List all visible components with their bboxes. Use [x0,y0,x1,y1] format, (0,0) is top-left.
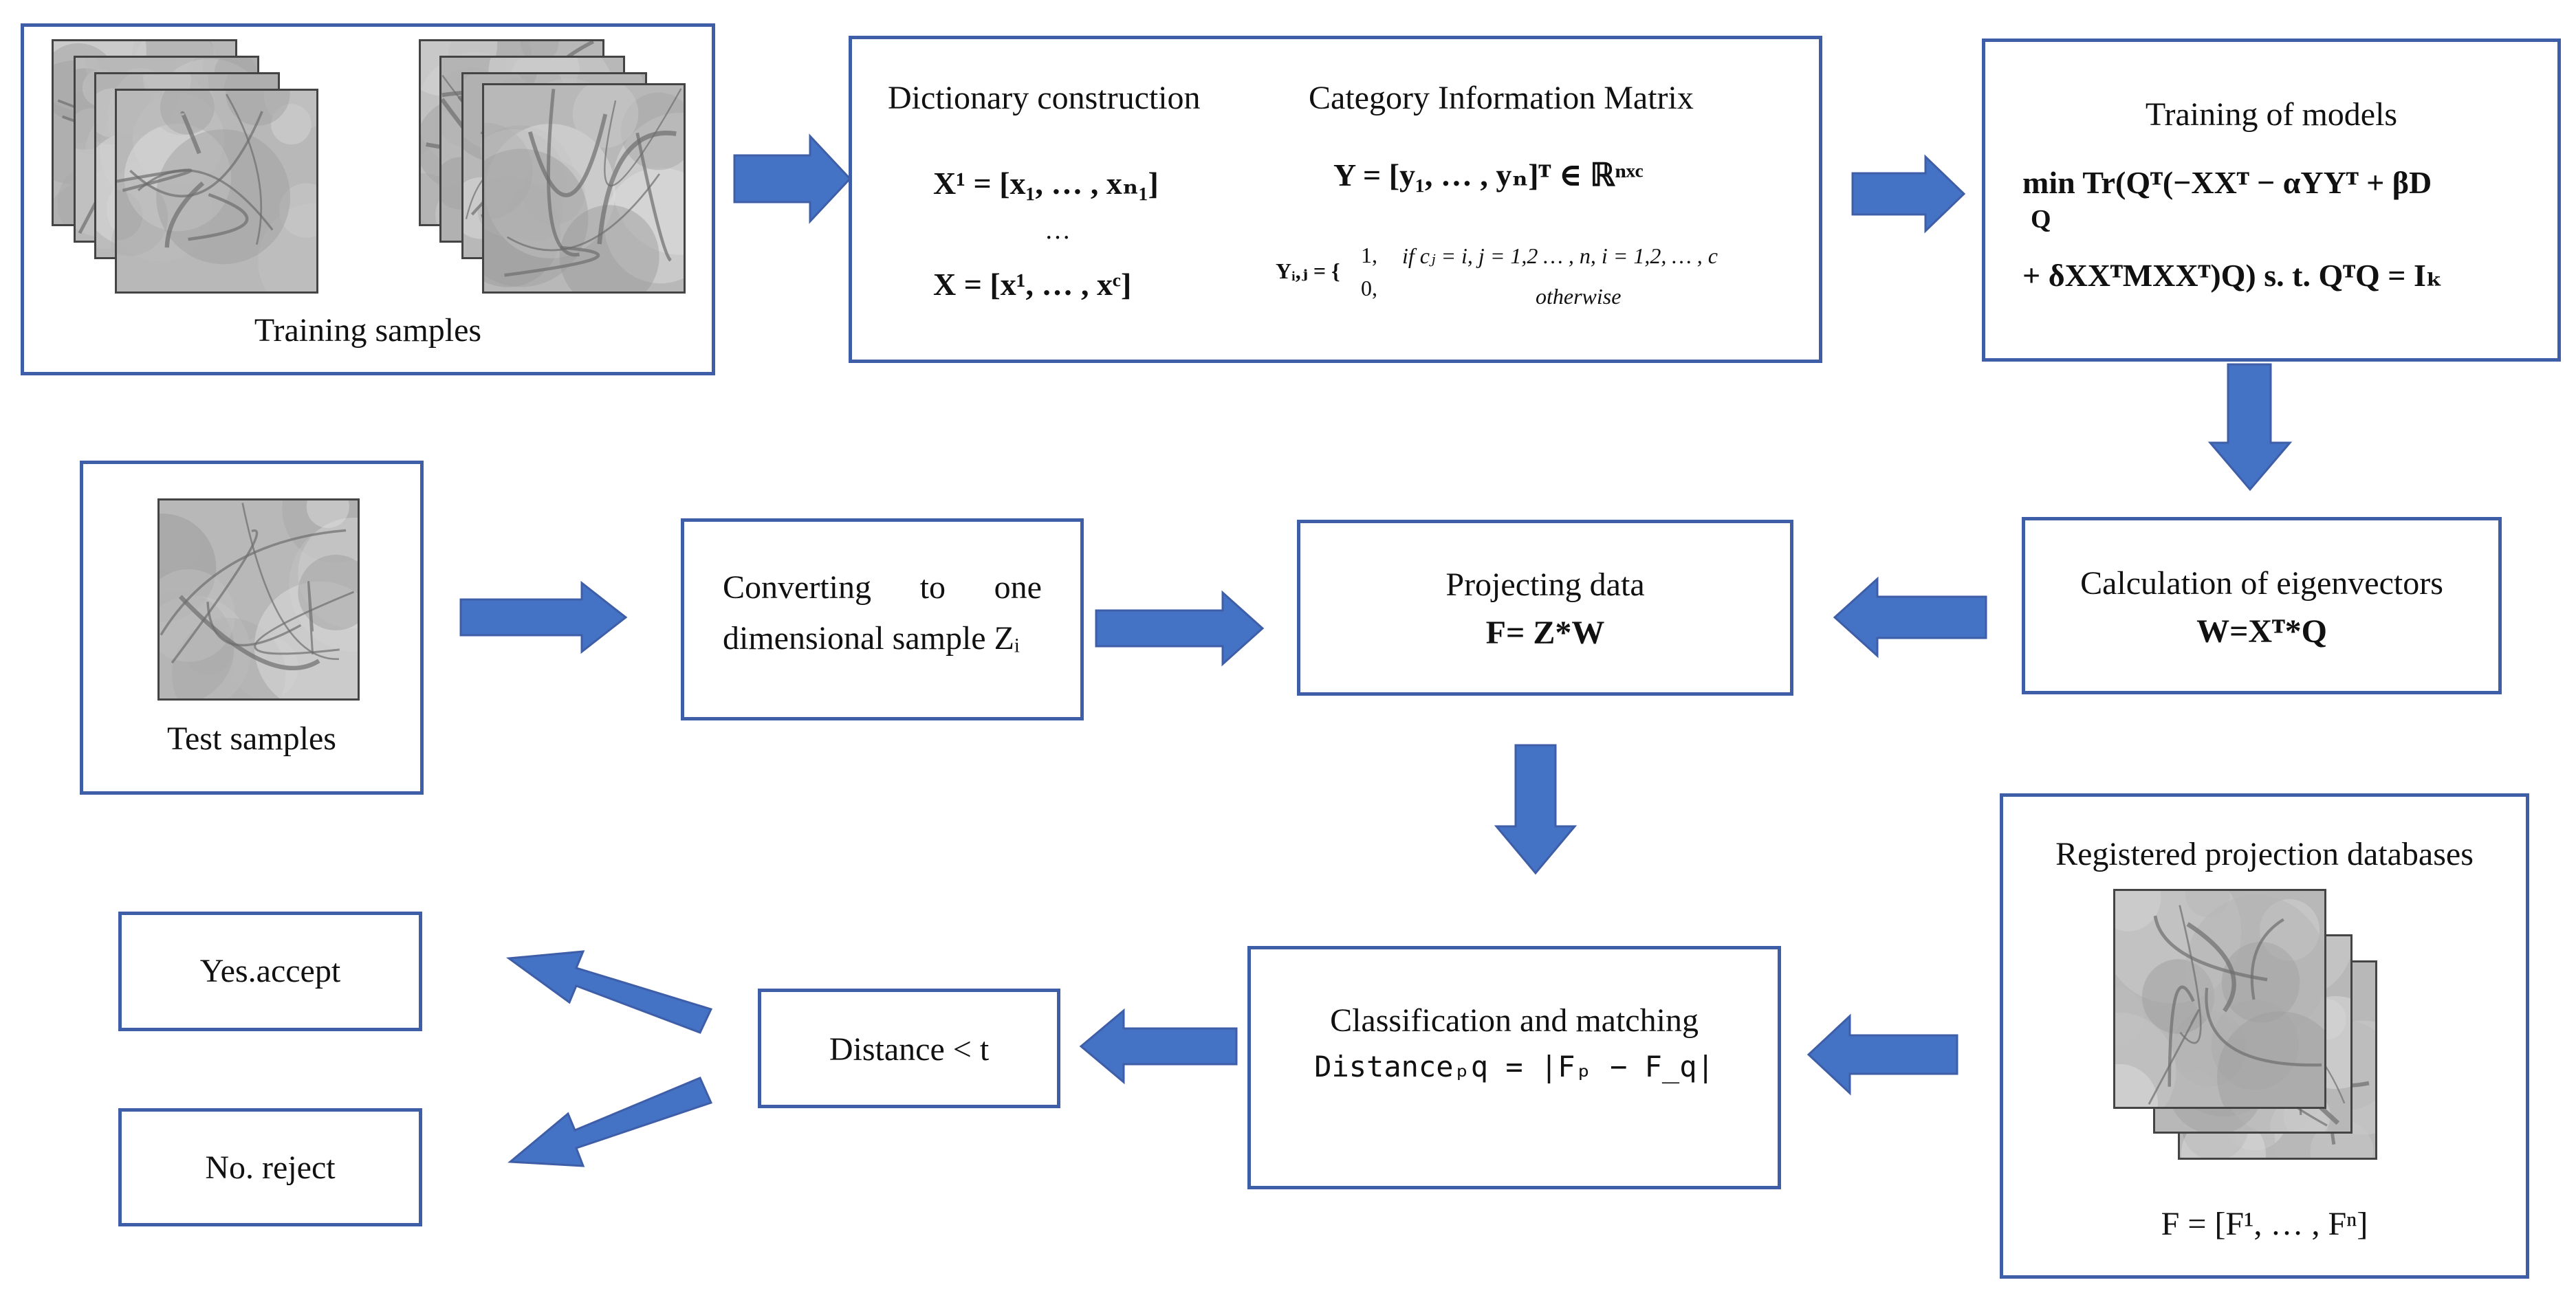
test-sample-image [157,498,360,701]
distance-threshold-box: Distance < t [758,989,1060,1108]
arrow-down-models-to-eigen [2207,363,2293,492]
registered-databases-box: Registered projection databases F = [F¹,… [2000,793,2529,1279]
category-heading: Category Information Matrix [1309,80,1694,116]
dictionary-x-equation: X = [x¹, … , xᶜ] [933,267,1132,302]
training-samples-box: Training samples [21,23,715,375]
registered-image-stack-3 [2113,889,2326,1109]
arrow-diag-distance-to-reject [507,1077,713,1167]
category-case2-condition: otherwise [1536,284,1622,309]
training-models-min-subscript: Q [2031,205,2051,234]
eigenvectors-box: Calculation of eigenvectors W=Xᵀ*Q [2022,517,2502,694]
reject-box: No. reject [118,1108,422,1226]
arrow-diag-distance-to-accept [505,950,713,1034]
projecting-equation: F= Z*W [1485,615,1605,651]
dictionary-dots: … [1045,216,1071,245]
dictionary-heading: Dictionary construction [888,80,1201,116]
test-samples-box: Test samples [80,461,424,795]
classification-box: Classification and matching Distanceₚq =… [1247,946,1781,1189]
arrow-left-classification-to-distance [1079,1008,1238,1085]
converting-line2: dimensional sample Zᵢ [723,620,1020,657]
accept-box: Yes.accept [118,912,422,1031]
training-models-title: Training of models [2145,96,2398,133]
arrow-right-dictionary-to-models [1851,154,1966,234]
test-samples-caption: Test samples [167,720,336,757]
arrow-right-test-to-converting [459,580,628,654]
vein-texture [484,85,684,291]
eigen-equation: W=Xᵀ*Q [2196,613,2327,650]
dictionary-x1-equation: X¹ = [x₁, … , xₙ₁] [933,166,1159,201]
projecting-data-box: Projecting data F= Z*W [1297,520,1793,696]
vein-texture [117,91,316,291]
projecting-title: Projecting data [1445,566,1645,603]
arrow-left-eigen-to-projecting [1833,576,1987,659]
arrow-left-registered-to-classification [1807,1013,1958,1096]
converting-word-3: one [994,569,1042,606]
registered-equation: F = [F¹, … , Fⁿ] [2161,1206,2368,1242]
category-y-equation: Y = [y₁, … , yₙ]ᵀ ∈ ℝⁿˣᶜ [1333,157,1644,192]
training-samples-caption: Training samples [254,312,482,349]
training-image-stack-right-4 [482,83,686,294]
converting-word-2: to [919,569,946,606]
classification-title: Classification and matching [1330,1002,1699,1039]
dictionary-category-box: Dictionary construction X¹ = [x₁, … , xₙ… [849,36,1822,363]
category-case2-value: 0, [1361,276,1377,300]
vein-texture [2115,891,2324,1107]
eigen-title: Calculation of eigenvectors [2080,565,2443,602]
reject-label: No. reject [205,1149,336,1186]
converting-box: Converting to one dimensional sample Zᵢ [681,518,1084,720]
training-of-models-box: Training of models min Tr(Qᵀ(−XXᵀ − αYYᵀ… [1982,38,2561,362]
converting-line1: Converting to one [723,569,1042,606]
distance-label: Distance < t [829,1031,990,1068]
category-yij-label: Yᵢ,ⱼ = { [1276,258,1340,283]
arrow-right-converting-to-projecting [1095,590,1265,667]
training-models-equation-line1: min Tr(Qᵀ(−XXᵀ − αYYᵀ + βD [2022,165,2432,200]
accept-label: Yes.accept [199,953,341,989]
category-case1-value: 1, [1361,243,1377,267]
arrow-down-projecting-to-classification [1494,744,1578,875]
training-models-equation-line2: + δXXᵀMXXᵀ)Q) s. t. QᵀQ = Iₖ [2022,258,2443,293]
arrow-right-training-to-dictionary [733,133,852,224]
classification-equation: Distanceₚq = |Fₚ − F_q| [1314,1050,1714,1083]
vein-texture [160,500,358,698]
converting-word-1: Converting [723,569,871,606]
training-image-stack-left-4 [115,89,318,294]
category-case1-condition: if cⱼ = i, j = 1,2 … , n, i = 1,2, … , c [1402,243,1718,268]
registered-title: Registered projection databases [2055,836,2474,872]
